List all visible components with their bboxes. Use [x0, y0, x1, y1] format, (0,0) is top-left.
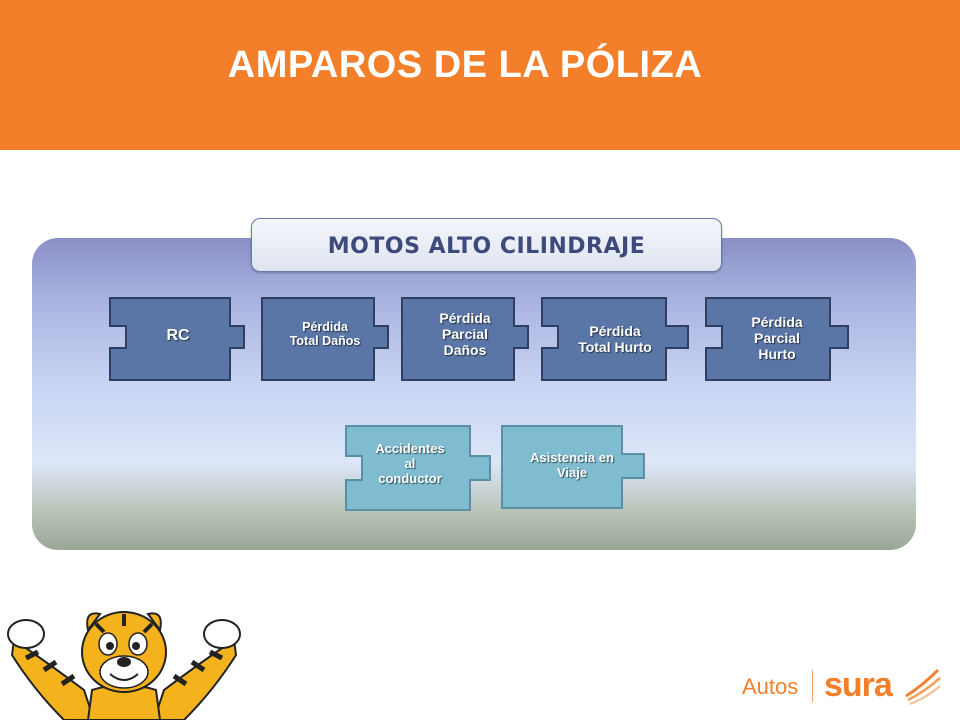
- puzzle-piece-icon: [261, 297, 389, 381]
- piece-label-line: Pérdida: [439, 310, 491, 326]
- header-banner: AMPAROS DE LA PÓLIZA: [0, 0, 960, 150]
- puzzle-piece-icon: [541, 297, 689, 381]
- piece-label: Pérdida Total Daños: [258, 320, 392, 349]
- piece-label: Accidentes al conductor: [326, 441, 494, 487]
- piece-label: Pérdida Parcial Daños: [398, 310, 532, 358]
- puzzle-piece-icon: [109, 297, 245, 381]
- piece-label: Asistencia en Viaje: [494, 450, 650, 481]
- panel-label-box: MOTOS ALTO CILINDRAJE: [251, 218, 722, 272]
- panel-label: MOTOS ALTO CILINDRAJE: [327, 234, 646, 259]
- coverage-piece-perdida-parcial-danos: Pérdida Parcial Daños: [398, 296, 532, 382]
- piece-label-line: Parcial: [442, 326, 488, 343]
- piece-label-line: Daños: [443, 342, 487, 359]
- coverage-piece-accidentes-conductor: Accidentes al conductor: [342, 424, 494, 512]
- diagram-panel: [32, 238, 916, 550]
- sura-swoosh-icon: [905, 668, 941, 705]
- coverage-piece-asistencia-viaje: Asistencia en Viaje: [498, 424, 650, 512]
- piece-label-line: Total Hurto: [578, 339, 652, 356]
- coverage-piece-perdida-parcial-hurto: Pérdida Parcial Hurto: [702, 296, 852, 382]
- piece-label-line: Asistencia en: [530, 450, 614, 465]
- coverage-piece-rc: RC: [106, 296, 250, 382]
- piece-label-line: Viaje: [556, 464, 588, 480]
- piece-label-line: Pérdida: [751, 314, 803, 330]
- piece-label-line: conductor: [378, 470, 442, 486]
- piece-label: RC: [106, 327, 250, 345]
- tiger-mascot-icon: [4, 600, 244, 720]
- puzzle-piece-icon: [345, 425, 491, 511]
- piece-label: Pérdida Parcial Hurto: [702, 314, 852, 362]
- sura-autos-logo: Autos sura: [742, 664, 942, 708]
- piece-label-line: Total Daños: [289, 334, 361, 349]
- piece-label-line: Accidentes: [375, 441, 445, 456]
- piece-label-line: Parcial: [754, 330, 800, 347]
- page-title: AMPAROS DE LA PÓLIZA: [227, 44, 703, 86]
- piece-label-line: Hurto: [758, 346, 796, 363]
- puzzle-piece-icon: [401, 297, 529, 381]
- piece-label-line: Pérdida: [302, 320, 348, 334]
- piece-label-line: RC: [166, 327, 190, 344]
- puzzle-piece-icon: [501, 425, 645, 509]
- piece-label-line: al: [404, 455, 416, 471]
- brand-name: sura: [824, 666, 893, 704]
- puzzle-piece-icon: [705, 297, 849, 381]
- brand-divider: [812, 670, 813, 702]
- piece-label: Pérdida Total Hurto: [538, 323, 692, 355]
- coverage-piece-perdida-total-danos: Pérdida Total Daños: [258, 296, 392, 382]
- coverage-piece-perdida-total-hurto: Pérdida Total Hurto: [538, 296, 692, 382]
- brand-category: Autos: [742, 674, 799, 699]
- piece-label-line: Pérdida: [589, 323, 641, 339]
